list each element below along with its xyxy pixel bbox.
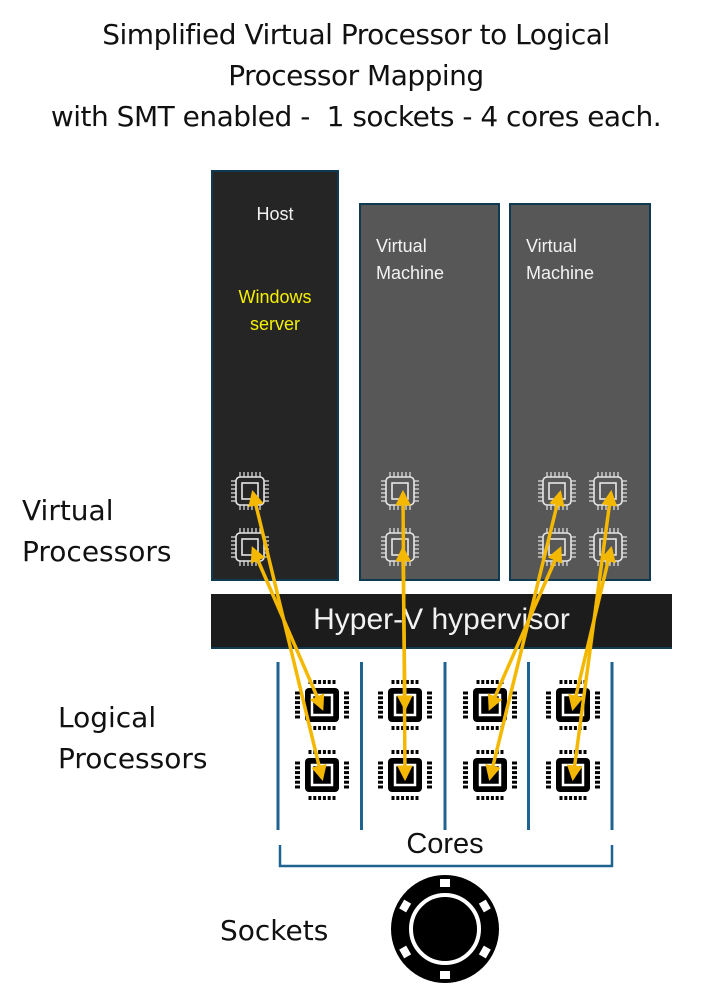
- mapping-arrow: [568, 545, 616, 712]
- cores-bracket: [278, 845, 614, 868]
- diagram-title: Simplified Virtual Processor to Logical …: [0, 14, 712, 137]
- mapping-arrow: [248, 489, 327, 782]
- host-label: Host: [256, 204, 294, 224]
- mapping-arrow: [250, 546, 325, 711]
- virtual-processor-chip-icon: [231, 472, 269, 510]
- virtual-processor-chip-icon: [381, 472, 419, 510]
- virtual-processor-chip-icon: [381, 528, 419, 566]
- socket-icon: [391, 875, 499, 983]
- sockets-label: Sockets: [220, 914, 329, 947]
- logical-processors-label: Logical Processors: [58, 701, 208, 775]
- title-line-1: Simplified Virtual Processor to Logical: [102, 18, 610, 51]
- mapping-arrow: [485, 489, 565, 782]
- mapping-arrow: [395, 545, 413, 712]
- vm1-label: Virtual Machine: [376, 236, 445, 283]
- host-os-label: Windows server: [238, 287, 312, 334]
- cores-label: Cores: [406, 828, 484, 860]
- title-line-3: with SMT enabled - 1 sockets - 4 cores e…: [50, 100, 662, 133]
- title-line-2: Processor Mapping: [228, 59, 484, 92]
- virtual-machine-1: Virtual Machine: [359, 203, 500, 581]
- vm2-label: Virtual Machine: [526, 236, 595, 283]
- mapping-arrow: [487, 546, 563, 711]
- virtual-processors-label: Virtual Processors: [22, 494, 172, 568]
